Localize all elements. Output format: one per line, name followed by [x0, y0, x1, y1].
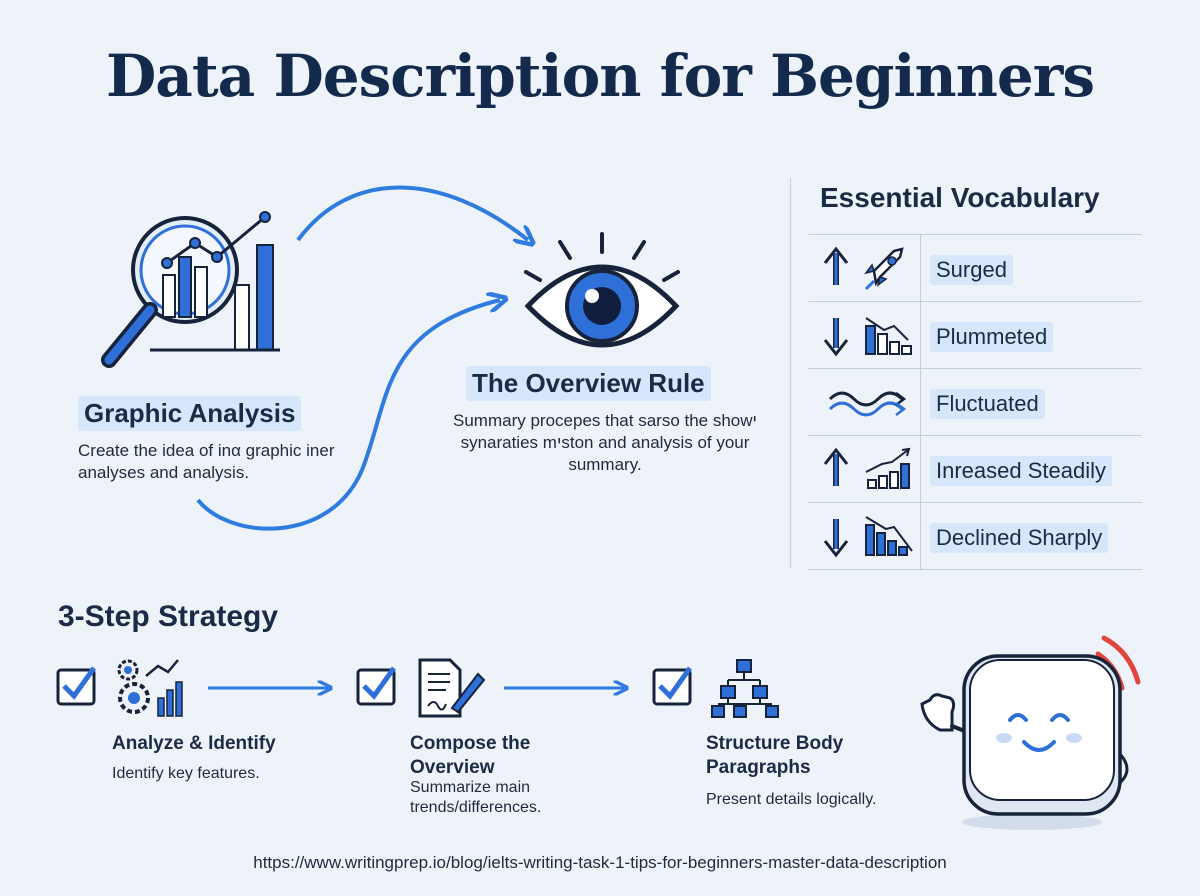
step-2-description: Summarize main trends/differences.	[410, 779, 542, 816]
checkbox-icon	[652, 666, 693, 706]
strategy-title: 3-Step Strategy	[58, 600, 279, 633]
vocab-row-surged: Surged	[808, 234, 1142, 301]
vocab-row-fluctuated: Fluctuated	[808, 368, 1142, 435]
curved-arrow-bottom	[196, 300, 500, 531]
gears-chart-icon	[117, 659, 183, 717]
graphic-analysis-description: Create the idea of inα graphic iner anal…	[78, 441, 335, 482]
step-3-description: Present details logically.	[706, 791, 877, 808]
vocab-label: Inreased Steadily	[930, 456, 1112, 486]
declining-chart-icon	[865, 516, 913, 556]
vocabulary-table: Surged Plummeted Fluct	[808, 234, 1142, 570]
curved-arrow-top	[296, 185, 528, 241]
vocab-row-declined-sharply: Declined Sharply	[808, 502, 1142, 570]
vocabulary-divider	[790, 178, 791, 568]
vocabulary-title: Essential Vocabulary	[820, 182, 1100, 213]
vocab-label: Plummeted	[930, 322, 1054, 352]
declined-sharply-icons	[823, 516, 913, 558]
checkbox-icon	[56, 666, 97, 706]
wave-arrows-icon	[828, 391, 907, 417]
checkbox-icon	[356, 666, 397, 706]
step-1-description: Identify key features.	[112, 765, 260, 782]
mascot-thumbs-up-icon	[920, 635, 1141, 830]
overview-rule-description: Summary procepes that sarso the showי sy…	[453, 411, 757, 474]
vocab-label: Declined Sharply	[930, 523, 1109, 553]
document-pen-icon	[418, 658, 486, 718]
surged-icons	[823, 246, 904, 291]
down-arrow-icon	[823, 318, 849, 357]
step-3-title: Structure Body Paragraphs	[706, 733, 844, 778]
overview-rule-title: The Overview Rule	[466, 366, 711, 401]
rising-chart-icon	[865, 447, 911, 489]
step-2-title: Compose the Overview	[410, 733, 531, 778]
eye-icon	[524, 232, 680, 348]
strategy-flow	[56, 658, 779, 718]
magnifier-chart-icon	[101, 211, 280, 368]
graphic-analysis-title: Graphic Analysis	[78, 396, 302, 431]
vocab-row-plummeted: Plummeted	[808, 301, 1142, 368]
source-url[interactable]: https://www.writingprep.io/blog/ielts-wr…	[253, 853, 947, 872]
page-title: Data Description for Beginners	[106, 42, 1095, 110]
vocab-row-increased-steadily: Inreased Steadily	[808, 435, 1142, 502]
falling-chart-icon	[865, 317, 912, 355]
vocab-label: Surged	[930, 255, 1013, 285]
increased-steadily-icons	[823, 447, 911, 489]
step-1-title: Analyze & Identify	[112, 733, 276, 754]
hierarchy-icon	[711, 659, 779, 718]
rocket-icon	[864, 247, 904, 291]
vocab-label: Fluctuated	[930, 389, 1045, 419]
down-arrow-icon	[823, 519, 849, 558]
up-arrow-icon	[823, 246, 849, 285]
up-arrow-icon	[823, 447, 849, 486]
plummeted-icons	[823, 317, 912, 357]
